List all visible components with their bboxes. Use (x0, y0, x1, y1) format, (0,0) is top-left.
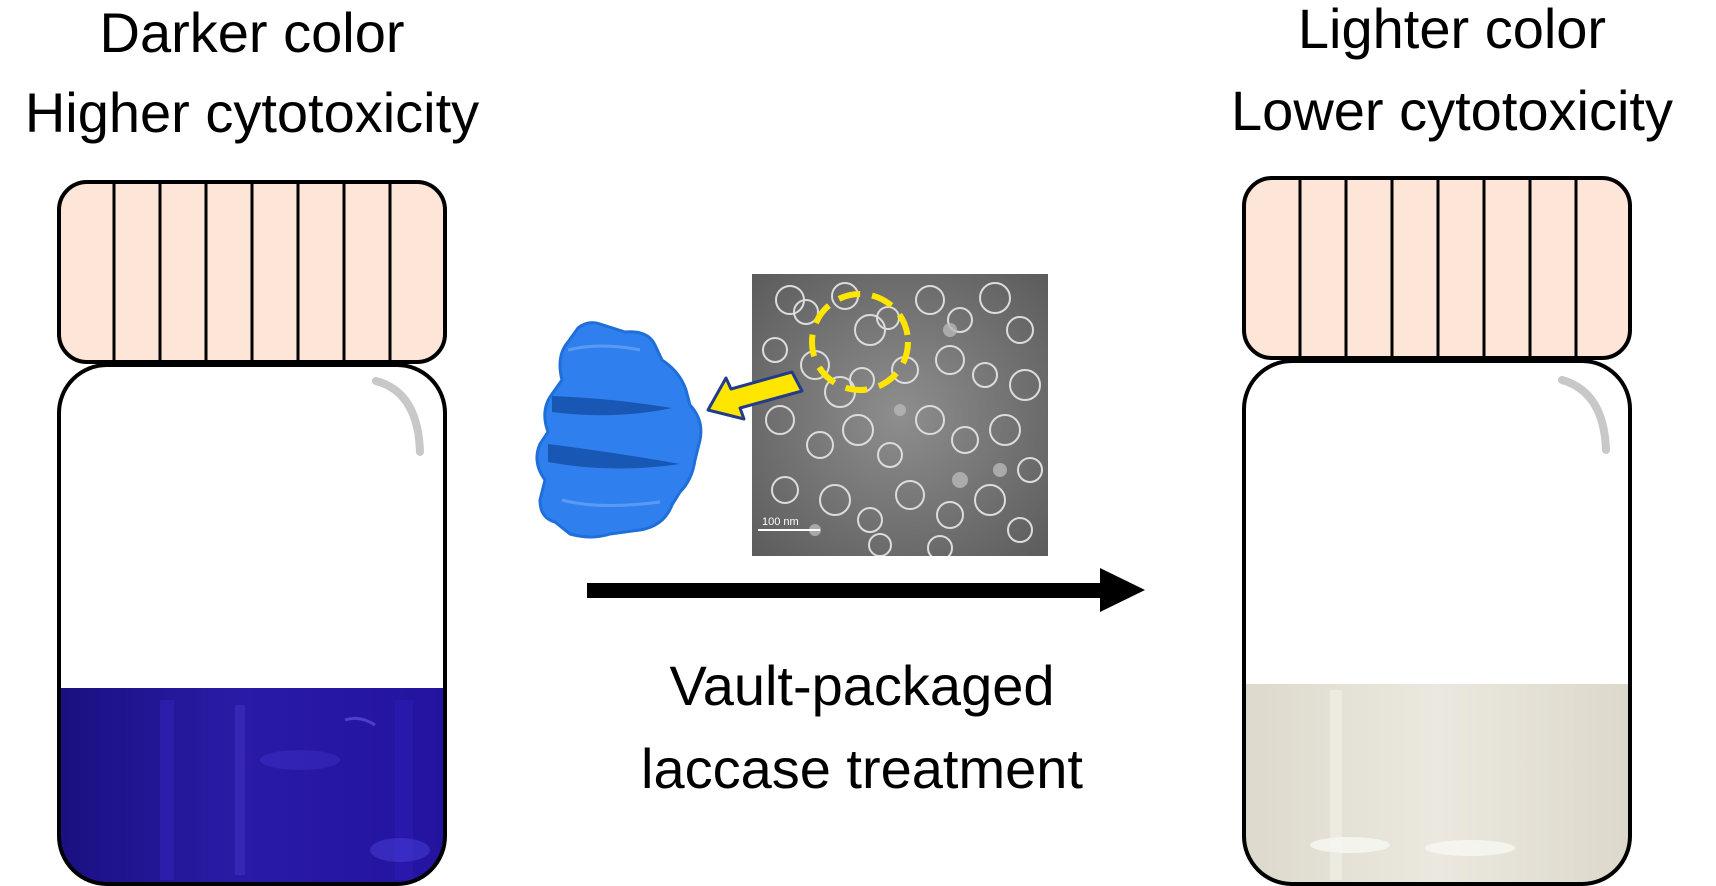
vault-particles (762, 282, 1043, 556)
left-jar-body (57, 363, 447, 886)
left-jar-cap (57, 180, 447, 364)
tem-micrograph: 100 nm (752, 274, 1048, 556)
highlight-dashed-circle (809, 291, 911, 393)
process-arrow (587, 568, 1145, 612)
right-label-line2: Lower cytotoxicity (1231, 79, 1673, 142)
left-label-line1: Darker color (100, 1, 405, 64)
process-label-line2: laccase treatment (641, 737, 1083, 800)
scale-bar-label: 100 nm (762, 516, 799, 528)
yellow-callout-arrow (706, 370, 804, 421)
left-label-line2: Higher cytotoxicity (25, 81, 479, 144)
left-jar-glint (372, 377, 424, 456)
right-jar-glint (1558, 376, 1610, 454)
scale-bar: 100 nm (758, 516, 820, 531)
right-label-line1: Lighter color (1298, 0, 1606, 60)
light-liquid (1244, 684, 1630, 884)
process-label-line1: Vault-packaged (670, 654, 1055, 717)
left-jar (57, 180, 447, 886)
right-jar-cap (1242, 176, 1632, 360)
dark-blue-liquid (59, 688, 445, 884)
right-jar (1242, 176, 1632, 886)
right-jar-body (1242, 359, 1632, 886)
vault-particle-icon (535, 321, 703, 539)
